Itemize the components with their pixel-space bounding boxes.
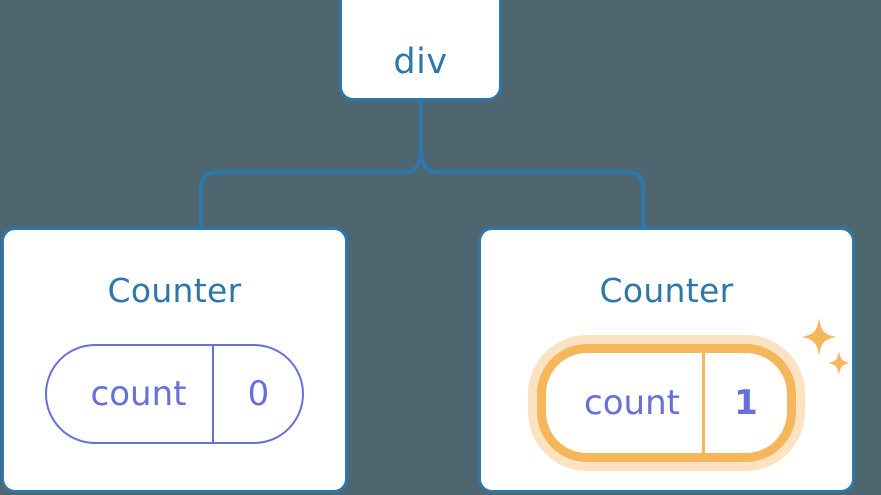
- root-div-node[interactable]: div: [339, 0, 502, 101]
- state-pill[interactable]: count 0: [44, 344, 305, 444]
- state-pill-divider: [212, 346, 215, 442]
- state-key-label: count: [90, 374, 187, 414]
- state-value-label: 1: [734, 383, 758, 423]
- state-value-label: 0: [247, 374, 270, 414]
- component-title: Counter: [599, 271, 734, 310]
- state-pill-divider: [701, 353, 705, 453]
- state-pill-container: count 1: [481, 344, 852, 462]
- state-key-label: count: [584, 383, 680, 423]
- state-pill-container: count 0: [4, 344, 345, 444]
- state-pill-highlighted[interactable]: count 1: [537, 344, 796, 462]
- component-card-counter-1[interactable]: Counter count 0: [1, 227, 348, 493]
- root-node-label: div: [393, 42, 448, 82]
- component-card-counter-2[interactable]: Counter count 1: [478, 227, 855, 493]
- component-title: Counter: [107, 271, 242, 310]
